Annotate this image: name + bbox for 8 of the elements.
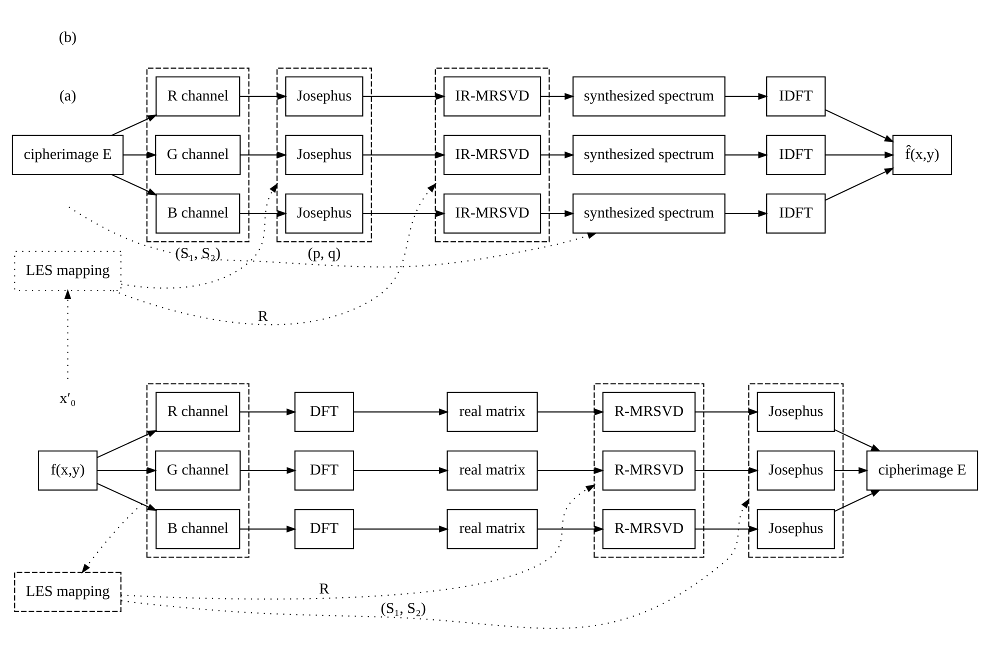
edge-label: (p, q) bbox=[308, 244, 341, 262]
edge-label: R bbox=[258, 308, 268, 325]
label: (a) bbox=[59, 86, 76, 104]
node-text: x′₀ bbox=[60, 389, 76, 406]
edge-label: (S₁, S₂) bbox=[175, 244, 220, 262]
label: (b) bbox=[58, 28, 77, 46]
edge-label: (S₁, S₂) bbox=[380, 599, 426, 616]
edge-label: R bbox=[319, 580, 330, 597]
